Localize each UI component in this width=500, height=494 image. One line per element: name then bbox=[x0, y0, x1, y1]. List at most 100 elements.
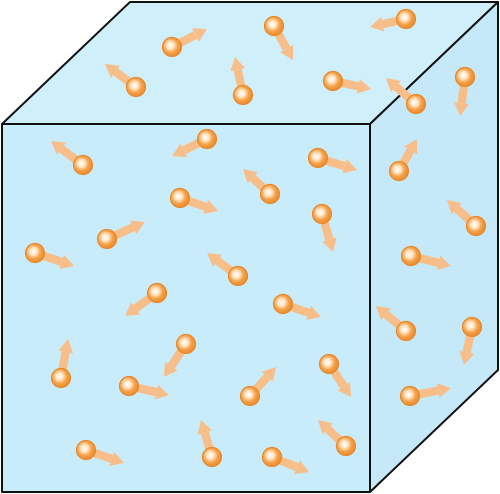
velocity-arrow-head bbox=[109, 451, 124, 466]
gas-particle bbox=[230, 57, 254, 106]
gas-particle bbox=[322, 70, 371, 94]
gas-particle bbox=[169, 187, 218, 214]
particle-ball bbox=[335, 435, 357, 457]
gas-particle bbox=[51, 141, 94, 176]
velocity-arrow-head bbox=[154, 384, 169, 400]
gas-particle bbox=[318, 353, 351, 397]
velocity-arrow-head bbox=[404, 139, 418, 155]
particle-ball bbox=[395, 320, 417, 342]
particle-ball bbox=[318, 353, 340, 375]
velocity-arrow-head bbox=[337, 382, 351, 397]
particle-ball bbox=[169, 187, 191, 209]
particle-ball bbox=[263, 15, 285, 37]
gas-particle bbox=[318, 420, 357, 457]
velocity-arrow-head bbox=[59, 254, 74, 270]
velocity-arrow-head bbox=[342, 159, 357, 174]
particle-ball bbox=[272, 293, 294, 315]
velocity-arrow-head bbox=[318, 420, 333, 435]
particle-ball bbox=[405, 93, 427, 115]
particle-ball bbox=[118, 375, 140, 397]
particle-ball bbox=[259, 183, 281, 205]
velocity-arrow-head bbox=[436, 383, 451, 398]
gas-particle bbox=[370, 8, 417, 32]
gas-particle bbox=[376, 306, 417, 342]
particle-ball bbox=[75, 439, 97, 461]
velocity-arrow-head bbox=[294, 460, 309, 475]
gas-particle bbox=[400, 245, 451, 271]
gas-particle bbox=[197, 420, 223, 468]
gas-particle bbox=[243, 169, 281, 205]
gas-particle bbox=[125, 282, 168, 316]
velocity-arrow-head bbox=[203, 199, 218, 214]
velocity-arrow-head bbox=[192, 28, 207, 42]
velocity-arrow-head bbox=[230, 57, 246, 72]
velocity-arrow-head bbox=[454, 102, 470, 116]
gas-particle bbox=[50, 339, 74, 389]
gas-particle bbox=[96, 220, 145, 250]
gas-particle bbox=[105, 64, 147, 98]
gas-particle bbox=[311, 203, 337, 252]
velocity-arrow-head bbox=[197, 420, 212, 435]
particle-ball bbox=[72, 154, 94, 176]
velocity-arrow-head bbox=[243, 169, 258, 184]
particle-ball bbox=[307, 147, 329, 169]
gas-particle bbox=[261, 446, 309, 475]
velocity-arrow-head bbox=[125, 302, 140, 316]
gas-particle bbox=[272, 293, 321, 320]
gas-particle bbox=[75, 439, 124, 466]
particle-ball bbox=[50, 367, 72, 389]
velocity-arrow-head bbox=[459, 350, 475, 365]
particle-ball bbox=[196, 128, 218, 150]
velocity-arrow-head bbox=[172, 143, 187, 158]
velocity-arrow-head bbox=[386, 78, 401, 93]
velocity-arrow-head bbox=[51, 141, 66, 155]
velocity-arrow-head bbox=[130, 220, 145, 235]
particle-ball bbox=[201, 446, 223, 468]
particle-ball bbox=[400, 245, 422, 267]
particle-ball bbox=[96, 228, 118, 250]
particle-ball bbox=[175, 333, 197, 355]
velocity-arrow-head bbox=[164, 362, 178, 377]
particle-ball bbox=[146, 282, 168, 304]
cube-front-face bbox=[1, 123, 371, 493]
velocity-arrow-head bbox=[447, 200, 462, 215]
gas-particle bbox=[161, 28, 207, 58]
particle-ball bbox=[322, 70, 344, 92]
gas-particle bbox=[164, 333, 197, 377]
gas-particle bbox=[24, 242, 74, 270]
particle-ball bbox=[125, 76, 147, 98]
gas-particle bbox=[207, 253, 249, 287]
velocity-arrow-head bbox=[322, 237, 337, 252]
velocity-arrow-head bbox=[58, 339, 74, 354]
particle-ball bbox=[461, 316, 483, 338]
gas-particle bbox=[399, 383, 451, 407]
particle-ball bbox=[399, 385, 421, 407]
velocity-arrow-head bbox=[207, 253, 222, 267]
velocity-arrow-head bbox=[261, 367, 276, 382]
velocity-arrow-head bbox=[376, 306, 391, 321]
particle-ball bbox=[24, 242, 46, 264]
gas-particle bbox=[239, 367, 276, 407]
particle-ball bbox=[311, 203, 333, 225]
gas-particle bbox=[447, 200, 487, 237]
particle-ball bbox=[232, 84, 254, 106]
particle-ball bbox=[239, 385, 261, 407]
gas-particle bbox=[459, 316, 483, 365]
particle-layer bbox=[24, 8, 487, 475]
particle-ball bbox=[465, 215, 487, 237]
particle-ball bbox=[395, 8, 417, 30]
gas-particle bbox=[172, 128, 218, 158]
velocity-arrow-head bbox=[436, 255, 451, 271]
velocity-arrow-head bbox=[356, 78, 371, 94]
particle-ball bbox=[227, 265, 249, 287]
gas-particle bbox=[386, 78, 427, 115]
velocity-arrow-head bbox=[306, 305, 321, 320]
velocity-arrow-head bbox=[105, 64, 120, 78]
gas-particle bbox=[454, 66, 476, 116]
gas-particle bbox=[388, 139, 418, 182]
particle-ball bbox=[454, 66, 476, 88]
particle-ball bbox=[261, 446, 283, 468]
velocity-arrow-head bbox=[370, 16, 385, 32]
